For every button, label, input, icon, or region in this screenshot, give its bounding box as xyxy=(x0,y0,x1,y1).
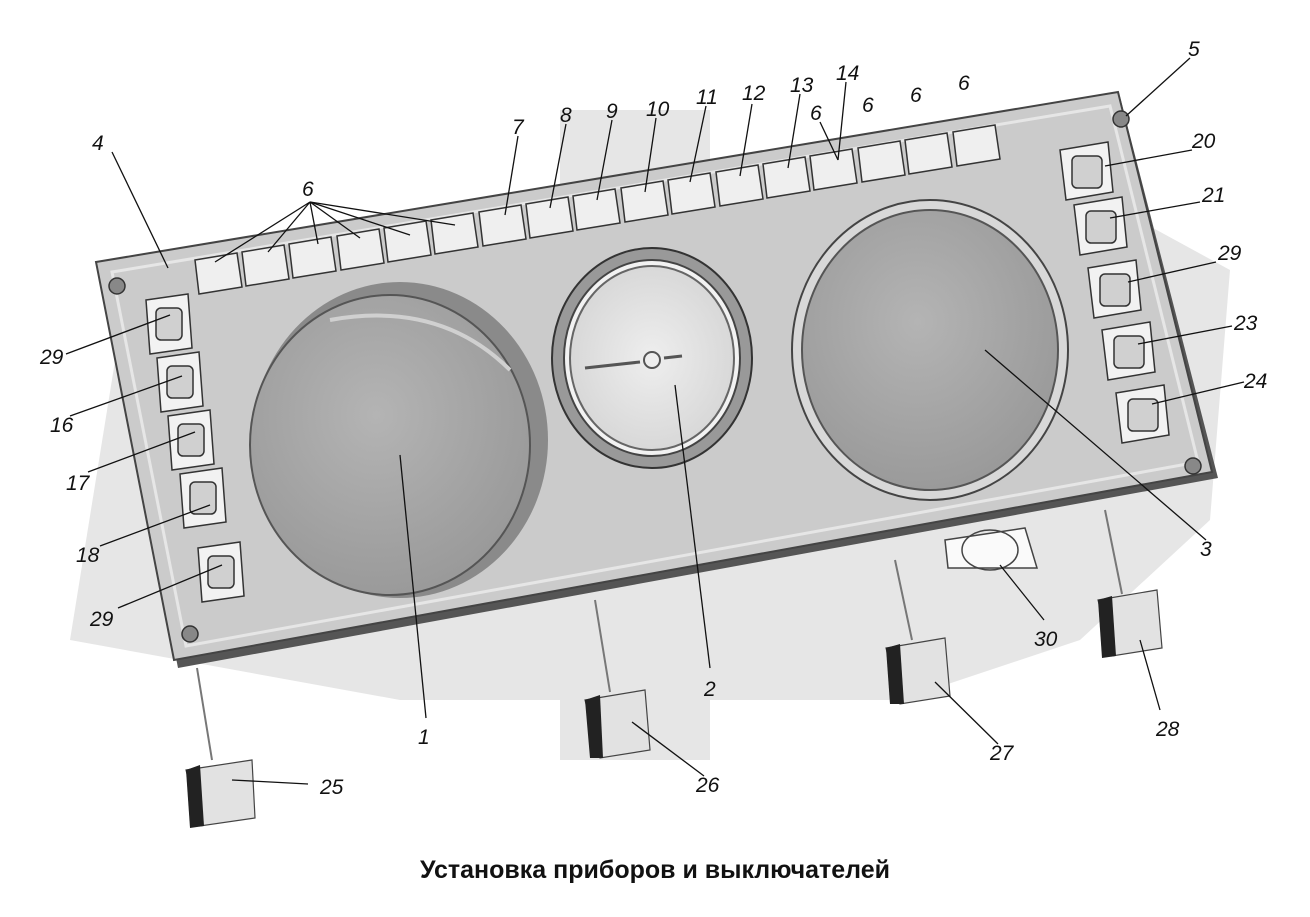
callout-26: 26 xyxy=(695,774,720,797)
switch-29-top xyxy=(145,293,193,355)
callout-10: 10 xyxy=(646,98,670,121)
screw-icon xyxy=(108,277,126,295)
switch-23 xyxy=(1101,321,1156,381)
gauge-3 xyxy=(791,199,1069,501)
switch-29-bottom xyxy=(197,541,245,603)
needle-hub-icon xyxy=(643,351,661,369)
callout-11: 11 xyxy=(696,86,718,109)
switch-24 xyxy=(1115,384,1170,444)
right-switch-column xyxy=(1059,141,1170,444)
callout-18: 18 xyxy=(76,544,100,567)
callout-6-d: 6 xyxy=(910,84,922,107)
mounting-screws xyxy=(108,110,1202,643)
callout-6-group: 6 xyxy=(302,178,314,201)
indicator-lamp-row xyxy=(194,124,1001,295)
gauge-needle xyxy=(584,360,641,370)
leader-lines xyxy=(65,57,1245,785)
callout-6-e: 6 xyxy=(958,72,970,95)
callout-29-left-bottom: 29 xyxy=(89,608,114,631)
callout-13: 13 xyxy=(790,74,814,97)
callout-8: 8 xyxy=(560,104,572,127)
callout-4: 4 xyxy=(92,132,104,155)
callout-6-b: 6 xyxy=(810,102,822,125)
switch-29-right xyxy=(1087,259,1142,319)
figure-caption: Установка приборов и выключателей xyxy=(420,856,890,884)
callout-2: 2 xyxy=(703,678,716,701)
callout-16: 16 xyxy=(50,414,74,437)
callout-6-c: 6 xyxy=(862,94,874,117)
callout-14: 14 xyxy=(836,62,859,85)
gauge-2 xyxy=(551,247,753,469)
switch-21 xyxy=(1073,196,1128,256)
connector-block-27 xyxy=(885,637,951,705)
switch-20 xyxy=(1059,141,1114,201)
callout-1: 1 xyxy=(418,726,430,749)
switch-16 xyxy=(156,351,204,413)
callout-labels: 4 5 6 7 8 9 10 11 12 13 14 6 6 6 6 20 21… xyxy=(39,38,1267,799)
callout-20: 20 xyxy=(1191,130,1216,153)
callout-7: 7 xyxy=(512,116,525,139)
screw-icon xyxy=(1112,110,1130,128)
callout-9: 9 xyxy=(606,100,618,123)
callout-23: 23 xyxy=(1233,312,1258,335)
callout-21: 21 xyxy=(1201,184,1225,207)
connector-block-28 xyxy=(1097,589,1163,658)
left-switch-column xyxy=(145,293,245,603)
screw-icon xyxy=(181,625,199,643)
switch-17 xyxy=(167,409,215,471)
connector-block-25 xyxy=(185,759,256,828)
callout-28: 28 xyxy=(1155,718,1180,741)
callout-17: 17 xyxy=(66,472,91,495)
connector-block-26 xyxy=(584,689,651,759)
callout-29-right: 29 xyxy=(1217,242,1242,265)
screw-icon xyxy=(1184,457,1202,475)
gauge-1 xyxy=(249,282,548,598)
connector-wires xyxy=(196,509,1123,761)
callout-5: 5 xyxy=(1188,38,1200,61)
callout-24: 24 xyxy=(1243,370,1267,393)
connector-bracket-30 xyxy=(944,527,1039,571)
callout-27: 27 xyxy=(989,742,1015,765)
callout-30: 30 xyxy=(1034,628,1058,651)
callout-29-left-top: 29 xyxy=(39,346,64,369)
callout-12: 12 xyxy=(742,82,766,105)
callout-25: 25 xyxy=(319,776,344,799)
switch-18 xyxy=(179,467,227,529)
callout-3: 3 xyxy=(1200,538,1212,561)
